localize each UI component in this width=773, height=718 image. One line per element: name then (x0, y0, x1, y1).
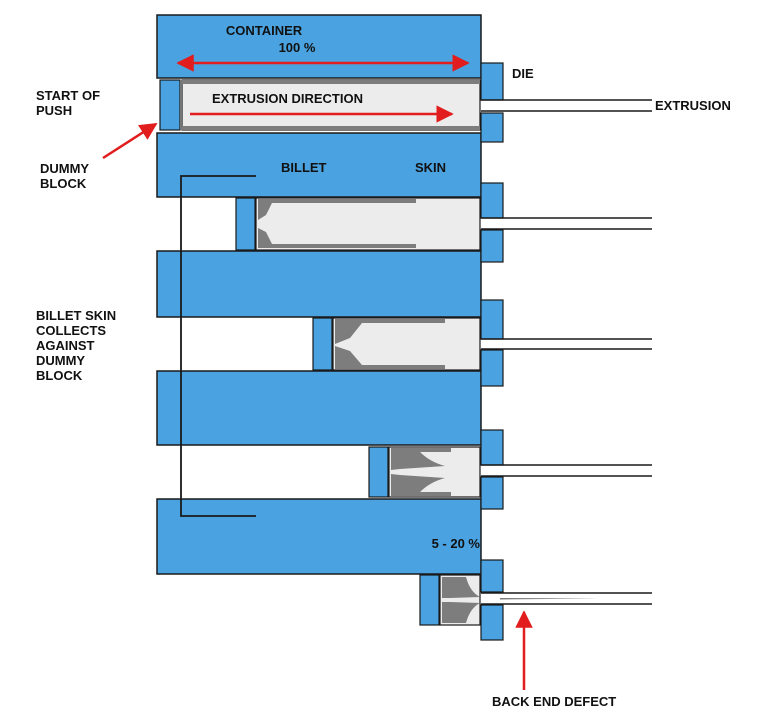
stage-1 (102, 14, 652, 198)
container-label: CONTAINER (226, 23, 303, 38)
skin-3-fold-top (335, 323, 362, 344)
skin-2-fold-top (258, 203, 272, 220)
skin-5-fold-top (442, 577, 480, 598)
dummy-block-2 (235, 197, 256, 251)
billet-1 (181, 79, 481, 131)
start-of-push-label-line2: PUSH (36, 103, 72, 118)
stage-2 (156, 182, 652, 318)
skin-4-fold-bottom (391, 474, 445, 492)
container-bottom-2 (156, 250, 482, 318)
dummy-block-5 (419, 574, 440, 626)
die-2-bottom (480, 229, 504, 263)
die-5-bottom (480, 604, 504, 641)
skin-1-top (182, 80, 480, 84)
stage-4 (156, 429, 652, 575)
skin-collects-label-line3: AGAINST (36, 338, 95, 353)
dummy-block-label-line2: BLOCK (40, 176, 87, 191)
extrusion-direction-label: EXTRUSION DIRECTION (212, 91, 363, 106)
skin-3-fold-bottom (335, 346, 362, 365)
stage-5 (419, 559, 652, 690)
die-5-top (480, 559, 504, 593)
end-percent-label: 5 - 20 % (432, 536, 481, 551)
start-of-push-label-line1: START OF (36, 88, 100, 103)
skin-3-top (335, 319, 445, 323)
skin-collects-label-line1: BILLET SKIN (36, 308, 116, 323)
die-1-top (480, 62, 504, 101)
die-3-top (480, 299, 504, 340)
labels: CONTAINER 100 % DIE START OF PUSH EXTRUS… (36, 23, 731, 709)
skin-2-bottom (258, 244, 416, 248)
die-4-bottom (480, 476, 504, 510)
billet-2 (255, 197, 481, 251)
skin-collects-label-line5: BLOCK (36, 368, 83, 383)
skin-3-bottom (335, 365, 445, 369)
dummy-block-3 (312, 317, 333, 371)
container-percent-label: 100 % (279, 40, 316, 55)
skin-2-fold-bottom (258, 228, 272, 244)
dummy-block-1 (159, 79, 181, 131)
skin-collects-label-line2: COLLECTS (36, 323, 106, 338)
back-end-defect-streak (500, 598, 600, 600)
container-bottom-1 (156, 132, 482, 198)
container-bottom-3 (156, 370, 482, 446)
container-bottom-4 (156, 498, 482, 575)
skin-collects-label-line4: DUMMY (36, 353, 85, 368)
dummy-block-4 (368, 446, 389, 498)
skin-2-top (258, 199, 416, 203)
dummy-block-pointer (102, 122, 158, 160)
back-end-defect-label: BACK END DEFECT (492, 694, 616, 709)
skin-label: SKIN (415, 160, 446, 175)
skin-4-top (391, 448, 451, 452)
skin-collects-bracket (180, 175, 256, 517)
skin-5-fold-bottom (442, 602, 480, 623)
skin-1-bottom (182, 126, 480, 130)
die-2-top (480, 182, 504, 219)
die-label: DIE (512, 66, 534, 81)
dummy-block-label-line1: DUMMY (40, 161, 89, 176)
skin-4-bottom (391, 492, 451, 496)
die-1-bottom (480, 112, 504, 143)
stage-3 (156, 299, 652, 446)
die-4-top (480, 429, 504, 466)
extrusion-label: EXTRUSION (655, 98, 731, 113)
container-top (156, 14, 482, 79)
skin-4-fold-top (391, 452, 445, 470)
die-3-bottom (480, 349, 504, 387)
billet-label: BILLET (281, 160, 327, 175)
